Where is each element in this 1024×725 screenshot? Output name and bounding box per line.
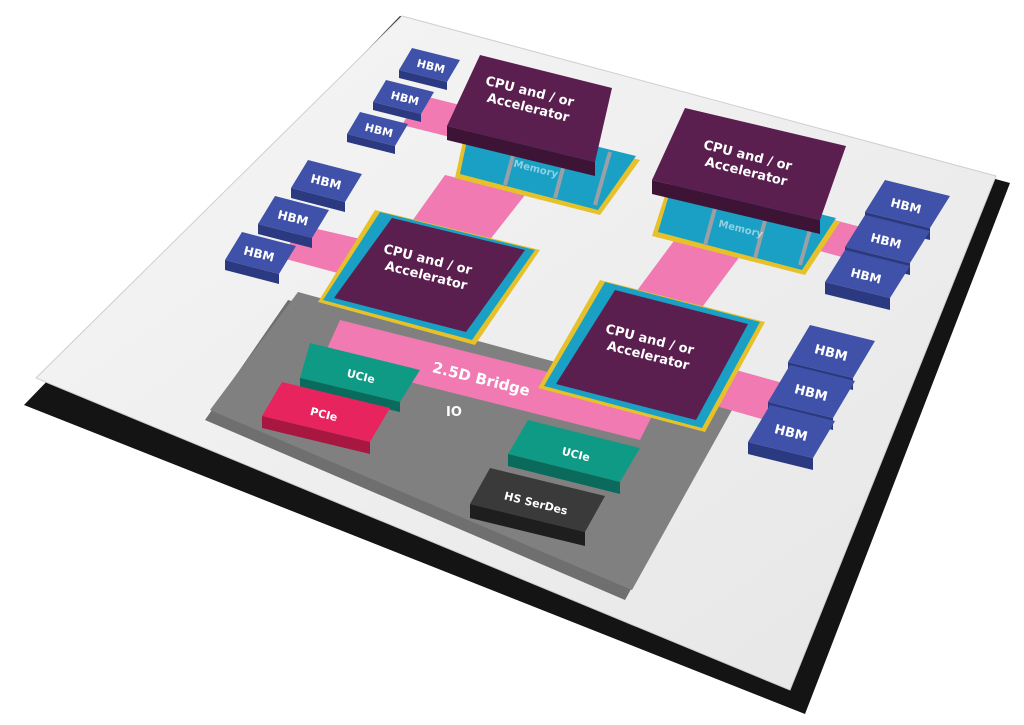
- cpu-die-top-left: [447, 55, 612, 176]
- hbm-stack-right-lower: [748, 325, 875, 470]
- pcie-block: [262, 382, 390, 454]
- ucie-block-right: [508, 420, 640, 494]
- hbm-stack-right-upper: [825, 180, 950, 310]
- bridge-bar: [322, 320, 660, 440]
- cpu-die-top-right: [652, 108, 846, 234]
- hbm-stack-top-left: [347, 48, 460, 154]
- serdes-block: [470, 468, 605, 546]
- ucie-block-left: [300, 343, 420, 412]
- io-label: IO: [446, 405, 462, 420]
- cpu-die-mid-right: [538, 280, 765, 432]
- hbm-stack-mid-left: [225, 160, 362, 284]
- cpu-die-mid-left: [318, 210, 540, 345]
